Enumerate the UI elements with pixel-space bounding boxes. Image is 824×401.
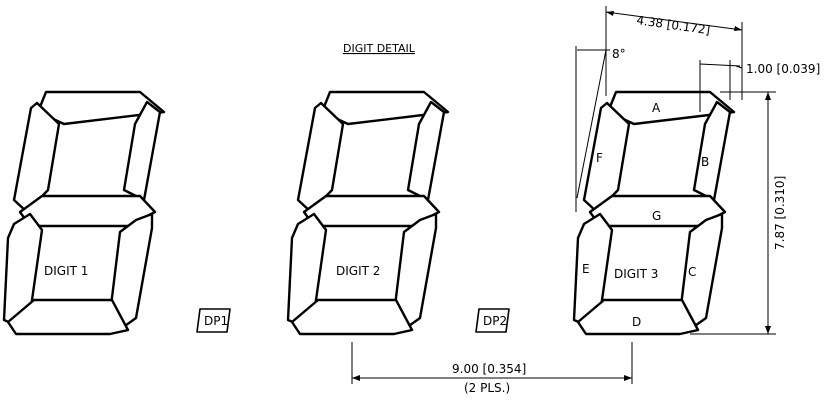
slant-dimension: 8°	[575, 46, 626, 212]
digit-detail-title: DIGIT DETAIL	[343, 42, 416, 55]
segment-c	[108, 212, 154, 330]
digit-label: DIGIT 1	[44, 264, 88, 278]
height-label: 7.87 [0.310]	[773, 176, 787, 250]
width-dimension: 4.38 [0.172]	[605, 6, 743, 100]
segment-d	[290, 298, 414, 336]
digit-label: DIGIT 3	[614, 267, 658, 281]
digit-2: DIGIT 2	[286, 90, 450, 336]
pitch-note: (2 PLS.)	[464, 381, 510, 395]
width-dimension-label: 4.38 [0.172]	[636, 13, 711, 37]
segment-e-letter: E	[582, 262, 590, 276]
digit-3: A F B G E C D DIGIT 3	[572, 90, 736, 336]
decimal-point-2	[475, 308, 510, 333]
segment-b-letter: B	[701, 155, 709, 169]
dp1-label: DP1	[204, 314, 228, 328]
pitch-dimension: 9.00 [0.354] (2 PLS.)	[351, 342, 633, 395]
segment-c	[678, 212, 724, 330]
segment-d	[576, 298, 700, 336]
segment-c	[392, 212, 438, 330]
slant-angle-label: 8°	[612, 47, 626, 61]
segment-width-dimension: 1.00 [0.039]	[699, 60, 820, 112]
digit-label: DIGIT 2	[336, 264, 380, 278]
pitch-label: 9.00 [0.354]	[452, 362, 526, 376]
segment-g-letter: G	[652, 209, 661, 223]
segment-f-letter: F	[596, 151, 603, 165]
decimal-point-1	[196, 308, 231, 333]
dp2-label: DP2	[483, 314, 507, 328]
segment-d	[6, 298, 130, 336]
segment-d-letter: D	[632, 315, 641, 329]
digit-1: DIGIT 1	[2, 90, 166, 336]
height-dimension: 7.87 [0.310]	[690, 91, 787, 335]
segment-a-letter: A	[652, 101, 661, 115]
segment-width-label: 1.00 [0.039]	[746, 62, 820, 76]
segment-c-letter: C	[688, 265, 696, 279]
